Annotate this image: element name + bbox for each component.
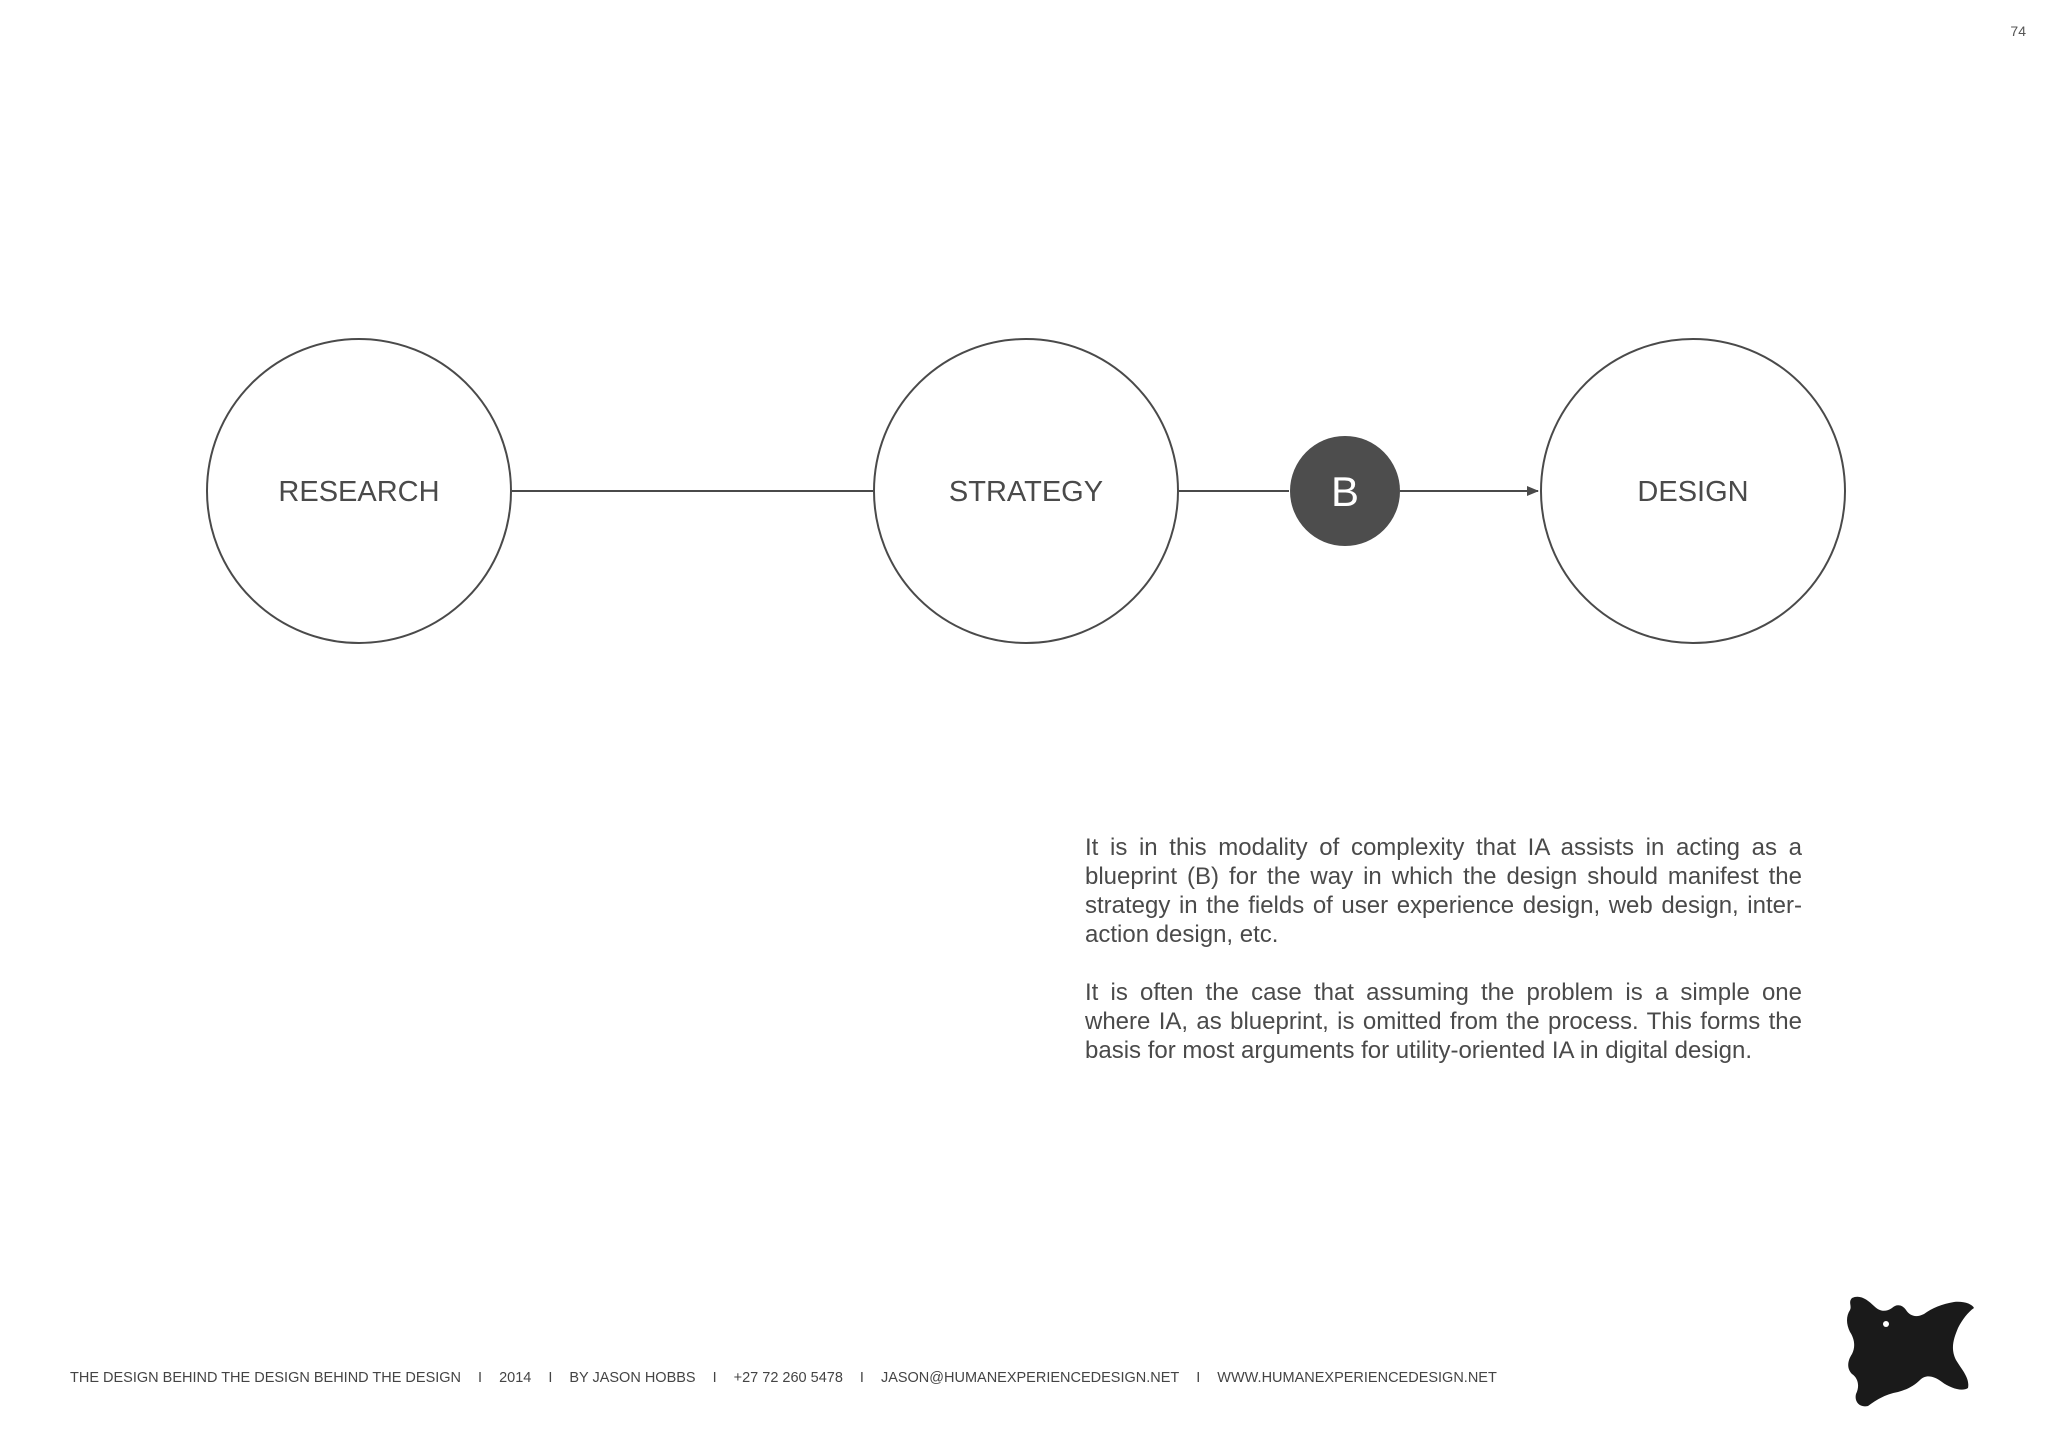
footer-title: THE DESIGN BEHIND THE DESIGN BEHIND THE … — [70, 1370, 462, 1386]
footer-author: BY JASON HOBBS — [569, 1370, 696, 1386]
design-node: DESIGN — [1540, 338, 1846, 644]
strategy-label: STRATEGY — [949, 476, 1103, 508]
process-diagram: RESEARCH STRATEGY B DESIGN — [206, 338, 1846, 644]
page-number: 74 — [2010, 23, 2026, 39]
footer-email[interactable]: JASON@HUMANEXPERIENCEDESIGN.NET — [880, 1370, 1180, 1386]
research-node: RESEARCH — [206, 338, 512, 644]
paragraph-2: It is often the case that assuming the p… — [1085, 979, 1802, 1064]
footer-separator: I — [859, 1370, 864, 1386]
body-text: It is in this modality of complexity tha… — [1085, 833, 1802, 1094]
strategy-node: STRATEGY — [873, 338, 1179, 644]
paragraph-1: It is in this modality of complexity tha… — [1085, 834, 1802, 948]
creature-logo-icon — [1847, 1296, 1974, 1407]
footer-year: 2014 — [499, 1370, 532, 1386]
blueprint-label: B — [1331, 468, 1359, 515]
design-label: DESIGN — [1637, 476, 1748, 508]
footer: THE DESIGN BEHIND THE DESIGN BEHIND THE … — [70, 1370, 1497, 1386]
footer-phone: +27 72 260 5478 — [733, 1370, 843, 1386]
footer-separator: I — [712, 1370, 717, 1386]
blueprint-node: B — [1290, 436, 1400, 546]
footer-website[interactable]: WWW.HUMANEXPERIENCEDESIGN.NET — [1217, 1370, 1497, 1386]
research-label: RESEARCH — [278, 476, 439, 508]
footer-separator: I — [478, 1370, 483, 1386]
footer-separator: I — [1196, 1370, 1201, 1386]
footer-separator: I — [548, 1370, 553, 1386]
